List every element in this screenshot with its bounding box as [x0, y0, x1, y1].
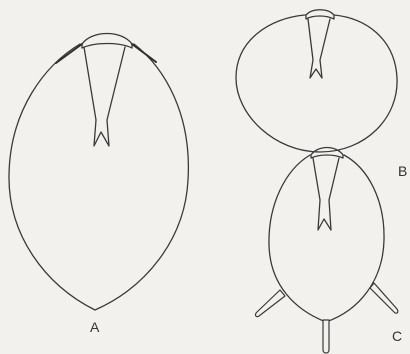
panel-b-lorica-body	[236, 15, 397, 152]
panel-c-right-spine	[370, 283, 398, 313]
panel-b-funnel	[308, 19, 330, 78]
panel-c-bottom-spine	[323, 320, 329, 353]
panel-a-collar	[82, 34, 132, 49]
panel-a-funnel	[84, 47, 125, 146]
panel-c-label: C	[392, 328, 402, 344]
panel-c-lorica-body	[269, 155, 384, 322]
panel-c-funnel	[313, 158, 339, 230]
panel-a-label: A	[90, 319, 100, 335]
panel-a-drawing	[9, 34, 188, 311]
panel-a-right-spine	[132, 44, 156, 62]
panel-a-lorica-body	[9, 44, 188, 310]
panel-b-label: B	[398, 163, 407, 179]
panel-b-collar	[306, 10, 334, 19]
panel-c-collar	[311, 148, 343, 159]
panel-b-drawing	[236, 10, 397, 152]
panel-c-drawing	[256, 148, 398, 354]
panel-c-left-spine	[256, 290, 285, 317]
panel-a-left-spine	[56, 44, 82, 63]
